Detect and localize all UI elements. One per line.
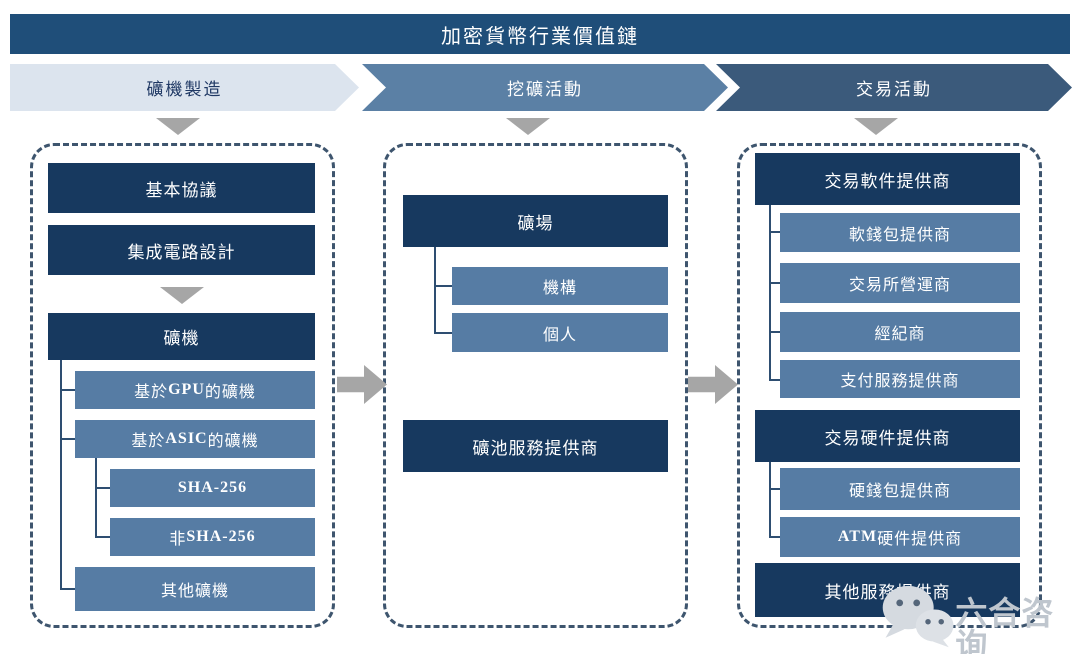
connector-line: [95, 536, 110, 538]
triangle-down-icon: [156, 118, 200, 135]
node-sha256: SHA-256: [110, 469, 315, 507]
stage-machine-manufacturing: 礦機製造: [10, 64, 359, 111]
connector-line: [769, 331, 780, 333]
connector-line: [60, 389, 75, 391]
node-trading-hardware-provider: 交易硬件提供商: [755, 410, 1020, 462]
connector-line: [434, 285, 452, 287]
watermark-text: 六合咨询: [955, 595, 1055, 654]
connector-line: [769, 462, 771, 538]
triangle-down-icon: [854, 118, 898, 135]
connector-line: [769, 536, 780, 538]
node-institution: 機構: [452, 267, 668, 305]
node-basic-protocol: 基本協議: [48, 163, 315, 213]
connector-line: [434, 332, 452, 334]
connector-line: [769, 379, 780, 381]
triangle-down-icon: [160, 287, 204, 304]
arrow-right-icon: [337, 365, 387, 404]
connector-line: [769, 488, 780, 490]
connector-line: [769, 231, 780, 233]
stage-mining-activities: 挖礦活動: [362, 64, 728, 111]
arrow-right-icon: [688, 365, 738, 404]
page-title: 加密貨幣行業價值鏈: [10, 14, 1070, 54]
node-individual: 個人: [452, 313, 668, 352]
connector-line: [769, 282, 780, 284]
stage-trading-activities: 交易活動: [716, 64, 1072, 111]
node-payment-service-provider: 支付服務提供商: [780, 360, 1020, 398]
panel-trading-activities: [737, 143, 1042, 628]
node-trading-software-provider: 交易軟件提供商: [755, 153, 1020, 205]
node-exchange-operator: 交易所營運商: [780, 263, 1020, 303]
connector-line: [95, 487, 110, 489]
node-ic-design: 集成電路設計: [48, 225, 315, 275]
connector-line: [60, 360, 62, 589]
connector-line: [60, 438, 75, 440]
triangle-down-icon: [506, 118, 550, 135]
watermark: 六合咨询: [878, 583, 1080, 654]
node-mining-pool-provider: 礦池服務提供商: [403, 420, 668, 472]
connector-line: [434, 247, 436, 333]
node-soft-wallet-provider: 軟錢包提供商: [780, 213, 1020, 252]
node-broker: 經紀商: [780, 312, 1020, 352]
node-other-miners: 其他礦機: [75, 567, 315, 611]
wechat-icon: [882, 585, 954, 648]
connector-line: [769, 205, 771, 380]
node-mining-machine: 礦機: [48, 313, 315, 360]
node-hard-wallet-provider: 硬錢包提供商: [780, 468, 1020, 510]
connector-line: [60, 588, 75, 590]
node-mining-farm: 礦場: [403, 195, 668, 247]
connector-line: [95, 458, 97, 538]
panel-machine-manufacturing: [30, 143, 335, 628]
